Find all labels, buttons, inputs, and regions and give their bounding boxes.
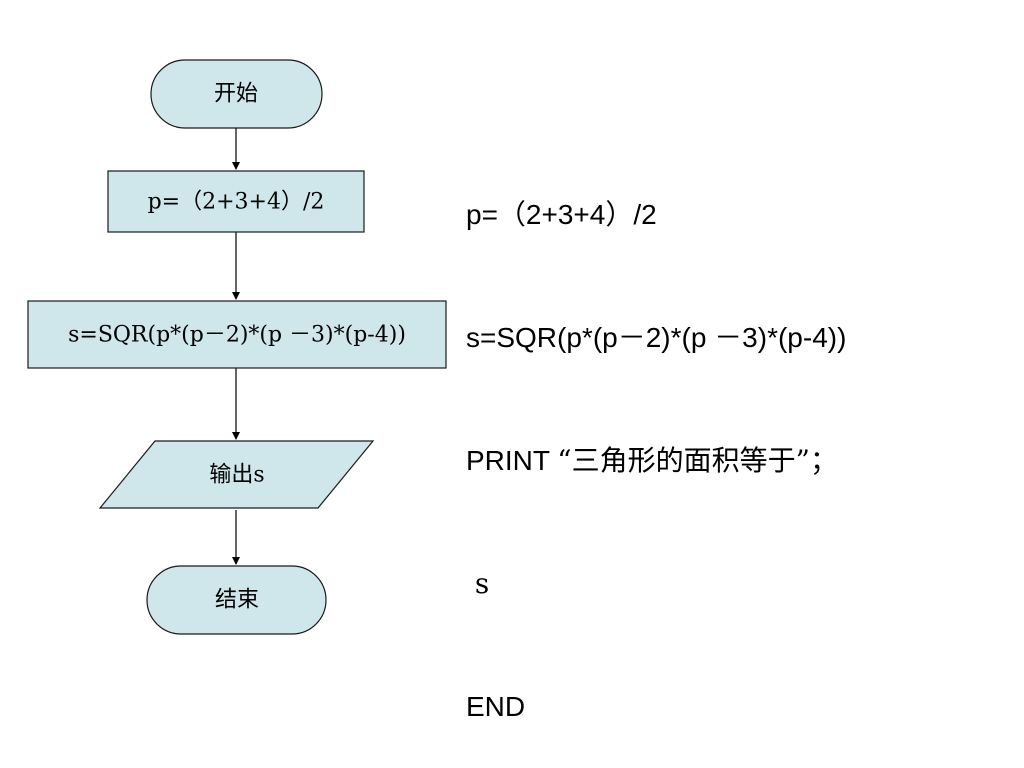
program-line-4: s <box>466 563 846 604</box>
process-node-1: p=（2+3+4）/2 <box>107 170 365 233</box>
output-label: 输出s <box>209 463 264 488</box>
process-1-label: p=（2+3+4）/2 <box>148 190 325 215</box>
end-label: 结束 <box>215 588 259 613</box>
print-string: “三角形的面积等于”； <box>557 444 838 477</box>
start-node: 开始 <box>150 59 323 129</box>
print-keyword: PRINT <box>466 445 550 476</box>
program-listing: p=（2+3+4）/2 s=SQR(p*(p－2)*(p －3)*(p-4)) … <box>466 112 846 768</box>
program-line-5: END <box>466 691 526 722</box>
program-line-3: PRINT “三角形的面积等于”； <box>466 440 846 481</box>
output-node: 输出s <box>98 440 375 509</box>
process-node-2: s=SQR(p*(p－2)*(p －3)*(p-4)) <box>27 300 447 369</box>
end-node: 结束 <box>146 565 327 635</box>
start-label: 开始 <box>214 82 258 107</box>
process-2-label: s=SQR(p*(p－2)*(p －3)*(p-4)) <box>68 323 406 348</box>
program-line-2: s=SQR(p*(p－2)*(p －3)*(p-4)) <box>466 322 847 353</box>
program-line-1: p=（2+3+4）/2 <box>466 199 657 230</box>
print-variable: s <box>474 567 490 600</box>
